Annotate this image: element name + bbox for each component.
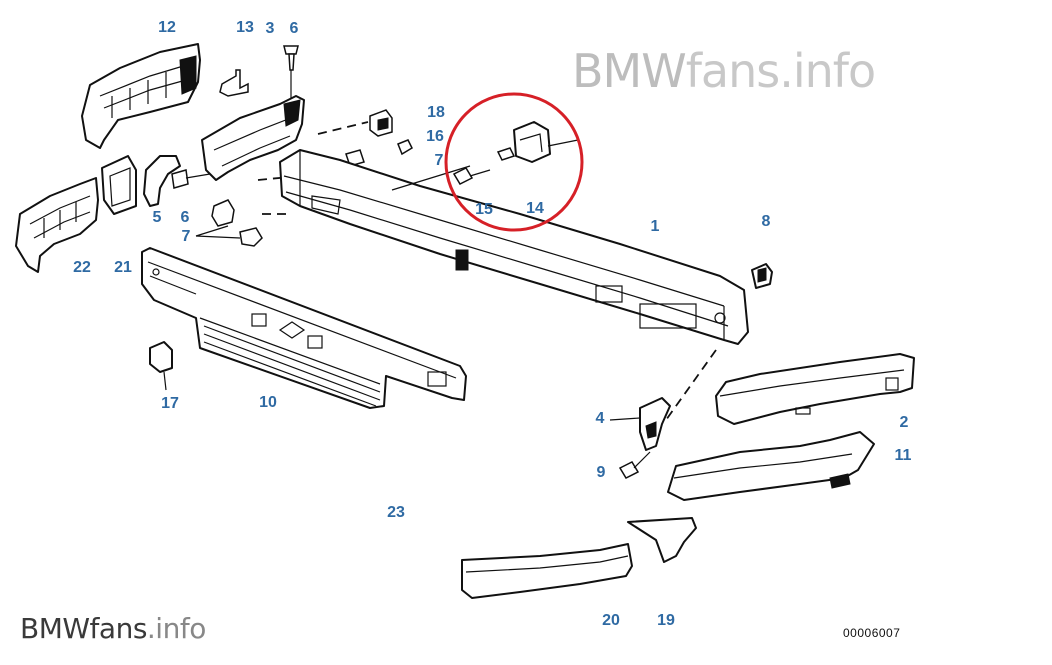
label-12: 12: [158, 19, 176, 36]
dash-line-1: [317, 121, 369, 135]
part-9-screw: [618, 451, 651, 479]
part-18-clip: [369, 109, 393, 137]
label-7: 7: [181, 228, 191, 245]
label-9: 9: [596, 464, 606, 481]
label-22: 22: [73, 259, 91, 276]
part-1-bumper-carrier: [279, 149, 749, 345]
label-6: 6: [180, 209, 190, 226]
label-18: 18: [427, 104, 445, 121]
label-2: 2: [899, 414, 909, 431]
label-23: 23: [387, 504, 405, 521]
part-14-bracket: [513, 121, 579, 163]
label-17: 17: [161, 395, 179, 412]
part-22-bumper-end-lower: [15, 177, 99, 273]
part-11-bumper-trim: [667, 431, 875, 501]
part-12-bumper-end-upper: [81, 43, 201, 149]
part-5-bracket: [143, 155, 181, 207]
lead-bolt-1: [391, 165, 471, 191]
diagram-reference-number: 00006007: [843, 626, 901, 640]
callout-circle: [444, 92, 584, 232]
part-17-cap: [149, 341, 173, 391]
part-4-bracket: [609, 397, 671, 451]
watermark-top: BMWfans.info: [572, 44, 876, 98]
part-6-bolt-lower: [171, 169, 211, 189]
label-7: 7: [434, 152, 444, 169]
part-21-cover: [101, 155, 137, 215]
part-10-grille-panel: [141, 247, 467, 409]
label-13: 13: [236, 19, 254, 36]
label-21: 21: [114, 259, 132, 276]
label-8: 8: [761, 213, 771, 230]
label-15: 15: [475, 201, 493, 218]
label-20: 20: [602, 612, 620, 629]
label-11: 11: [894, 447, 912, 464]
dash-line-4: [665, 349, 717, 421]
label-6: 6: [289, 20, 299, 37]
part-3-bracket: [201, 95, 305, 181]
label-10: 10: [259, 394, 277, 411]
part-20-trim-strip: [461, 543, 633, 599]
part-19-bracket: [627, 517, 697, 563]
part-2-bumper-corner: [715, 353, 915, 425]
part-15-screw: [452, 147, 516, 185]
part-16-screw: [397, 139, 413, 156]
label-1: 1: [650, 218, 660, 235]
part-8-clip: [751, 263, 773, 289]
label-4: 4: [595, 410, 605, 427]
label-19: 19: [657, 612, 675, 629]
label-5: 5: [152, 209, 162, 226]
label-14: 14: [526, 200, 544, 217]
part-7-nut-lower: [195, 199, 263, 247]
part-13-bracket: [219, 69, 249, 97]
label-3: 3: [265, 20, 275, 37]
watermark-bottom: BMWfans.info: [20, 612, 206, 645]
label-16: 16: [426, 128, 444, 145]
